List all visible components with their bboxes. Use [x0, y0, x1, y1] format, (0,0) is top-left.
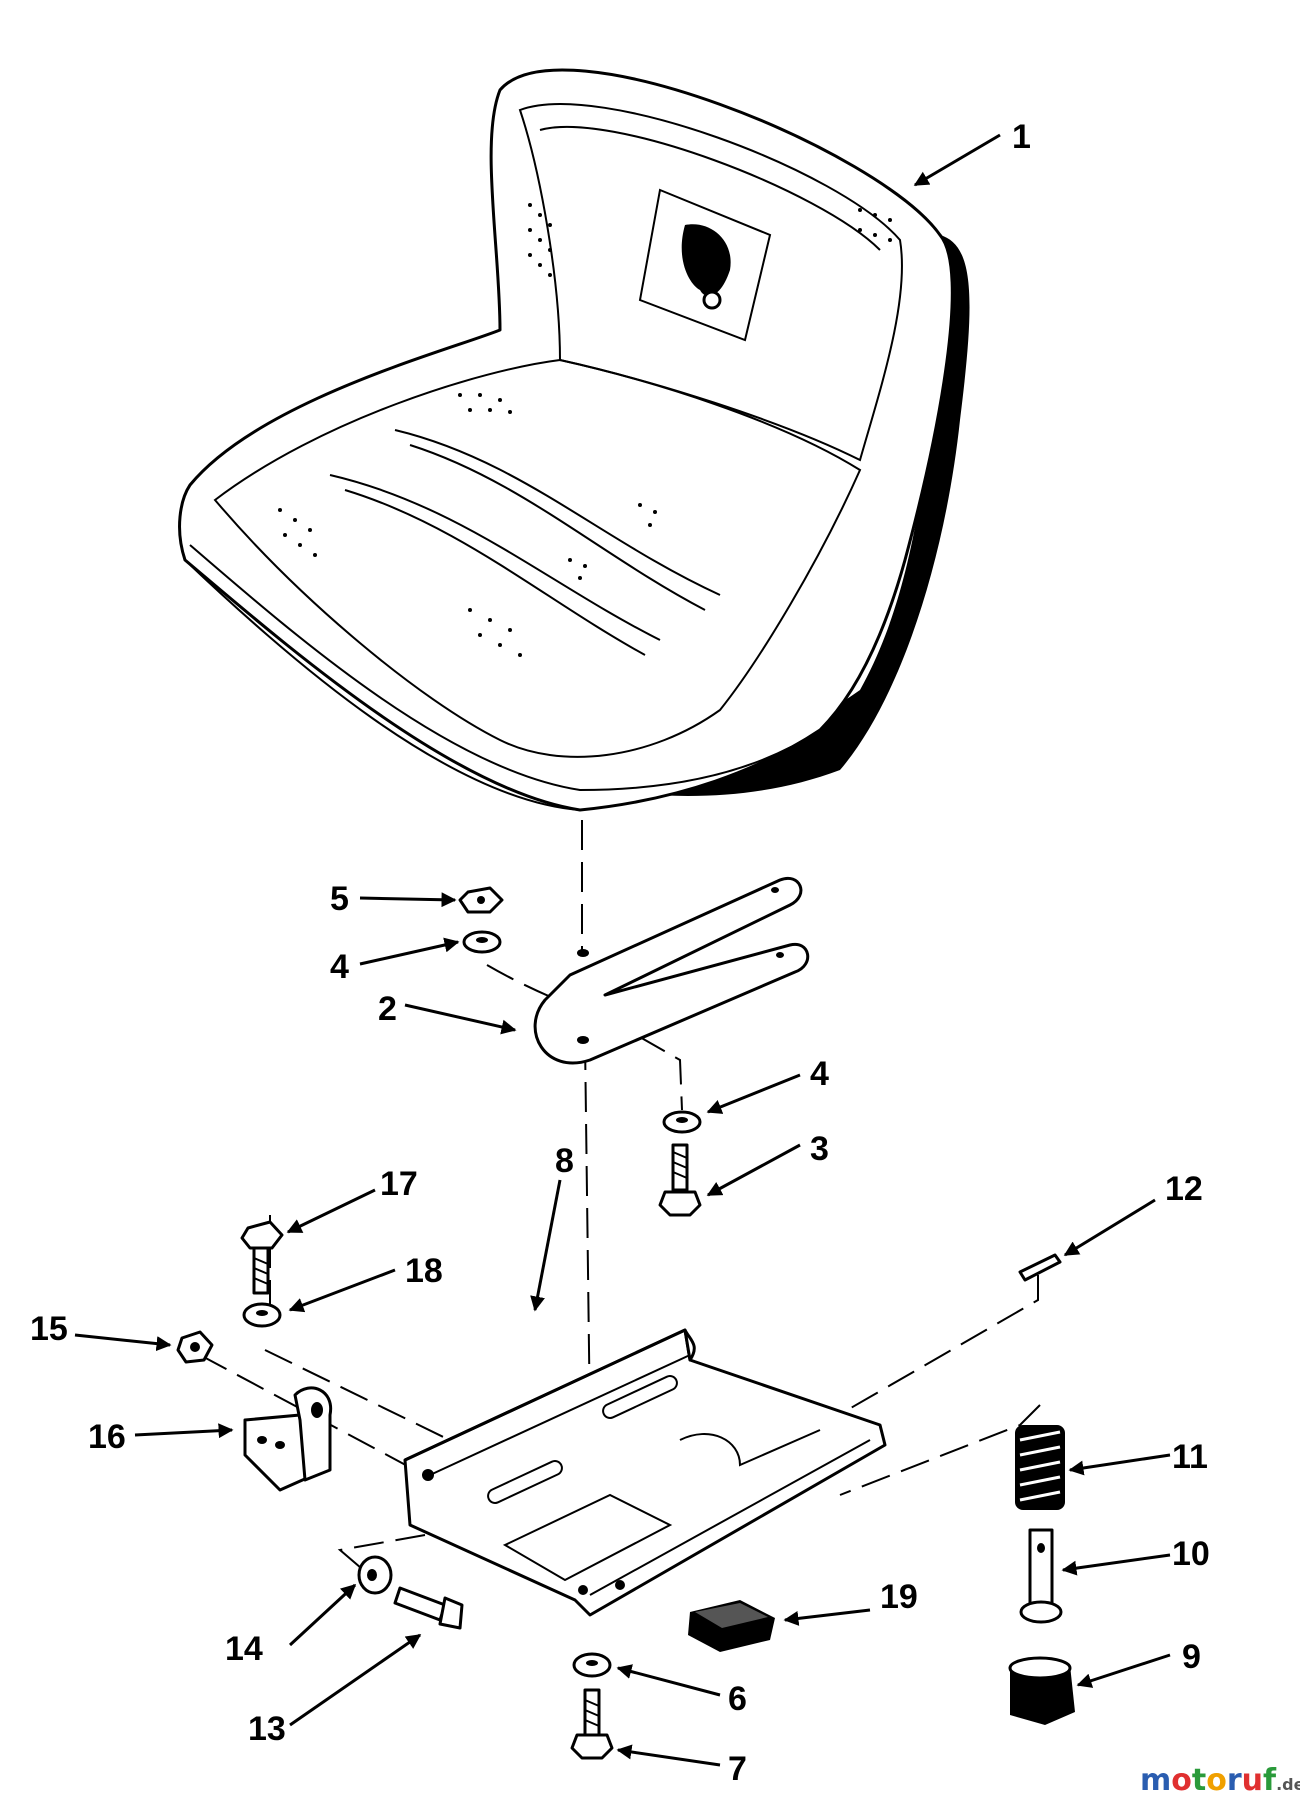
watermark: motoruf.de: [1140, 1763, 1300, 1798]
callout-9: 9: [1182, 1638, 1201, 1676]
nut-15: [176, 1330, 214, 1364]
callout-8: 8: [555, 1142, 574, 1180]
spacer-14: [357, 1555, 393, 1595]
leader-lines: [74, 133, 1171, 1767]
callout-18: 18: [405, 1252, 443, 1290]
watermark-letter: o: [1171, 1763, 1192, 1798]
callout-13: 13: [248, 1710, 286, 1748]
seat-base-plate: [403, 1328, 887, 1617]
pad-19: [688, 1600, 775, 1652]
clevis-pin-10: [1019, 1528, 1063, 1624]
bolt-13: [393, 1586, 464, 1630]
watermark-letter: r: [1227, 1763, 1242, 1798]
washer-4-upper: [462, 930, 502, 954]
callout-14: 14: [225, 1630, 263, 1668]
bolt-7: [570, 1688, 614, 1760]
watermark-text: motoruf: [1140, 1763, 1277, 1798]
pin-12: [1018, 1253, 1062, 1282]
seat: [178, 68, 970, 812]
callout-2: 2: [378, 990, 397, 1028]
callout-10: 10: [1172, 1535, 1210, 1573]
spring-11: [1015, 1425, 1065, 1510]
callout-4a: 4: [330, 948, 349, 986]
nut-5: [458, 886, 504, 914]
watermark-letter: u: [1242, 1763, 1263, 1798]
callout-15: 15: [30, 1310, 68, 1348]
callout-16: 16: [88, 1418, 126, 1456]
callout-labels: 1 2 3 4 4 5 6 7 8 9 10 11 12 13 14 15 16…: [30, 118, 1210, 1788]
knob-9: [1008, 1656, 1075, 1725]
pivot-bracket-16: [243, 1386, 333, 1492]
watermark-letter: f: [1263, 1763, 1277, 1798]
callout-7: 7: [728, 1750, 747, 1788]
callout-1: 1: [1012, 118, 1031, 156]
callout-17: 17: [380, 1165, 418, 1203]
callout-19: 19: [880, 1578, 918, 1616]
washer-6: [572, 1652, 612, 1678]
callout-6: 6: [728, 1680, 747, 1718]
watermark-letter: m: [1140, 1763, 1171, 1798]
callout-3: 3: [810, 1130, 829, 1168]
callout-4b: 4: [810, 1055, 829, 1093]
callout-5: 5: [330, 880, 349, 918]
callout-11: 11: [1172, 1438, 1208, 1476]
seat-bracket: [533, 876, 810, 1065]
watermark-letter: t: [1192, 1763, 1206, 1798]
bolt-17: [240, 1220, 284, 1295]
watermark-letter: o: [1206, 1763, 1227, 1798]
callout-12: 12: [1165, 1170, 1203, 1208]
bolt-3: [658, 1143, 702, 1217]
washer-4-lower: [662, 1110, 702, 1134]
washer-18: [242, 1302, 282, 1328]
